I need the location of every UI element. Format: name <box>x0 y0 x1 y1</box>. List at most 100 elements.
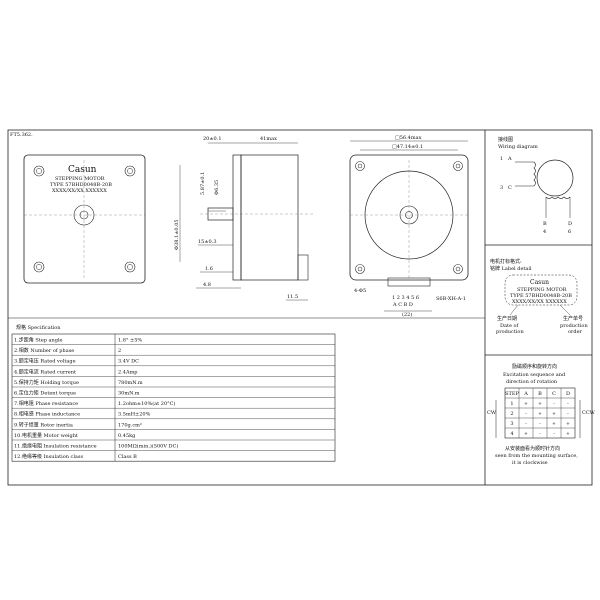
front-line2: TYPE 57BHD0048B-20B <box>50 182 112 188</box>
spec-row-label: 8.相电感 Phase inductance <box>14 411 80 418</box>
seq-cell: + <box>552 411 556 417</box>
seq-header: B <box>538 391 542 397</box>
front-line1: STEPPING MOTOR <box>55 176 105 182</box>
seq-header: D <box>566 391 570 397</box>
dim-body-length: 41max <box>260 136 277 142</box>
seq-cell: + <box>538 411 542 417</box>
label-date-cn: 生产日期 <box>497 315 517 322</box>
label-order-cn: 生产单号 <box>563 315 583 322</box>
seq-cell: - <box>567 401 569 407</box>
seq-cell: + <box>524 401 528 407</box>
dim-flat: 5.87±0.1 <box>200 172 206 195</box>
wiring-diagram: 接线图 Wiring diagram 1 A 3 C B D 4 6 <box>498 136 574 235</box>
seq-cell: - <box>525 421 527 427</box>
spec-row-value: 2 <box>118 348 121 354</box>
seq-cell: 4 <box>510 431 513 437</box>
dim-22: (22) <box>402 311 412 318</box>
spec-row-value: 1.8° ±5% <box>118 338 142 344</box>
front-brand: Casun <box>68 165 97 175</box>
rear-hole-tr <box>453 161 463 171</box>
motor-symbol <box>536 159 574 197</box>
spec-row-label: 9.转子惯量 Rotor inertia <box>14 421 73 428</box>
mount-hole-bl <box>33 261 45 273</box>
spec-row-label: 10.电机重量 Motor weight <box>14 432 78 439</box>
sheet-border <box>7 129 593 486</box>
spec-row-label: 3.额定电压 Rated voltage <box>14 358 76 365</box>
seq-cell: + <box>566 421 570 427</box>
spec-row-value: 170g.cm² <box>118 422 142 428</box>
spec-title: 规格 Specification <box>16 324 61 331</box>
connector-model: S6B-XH-A-1 <box>436 296 466 302</box>
seq-cell: + <box>538 401 542 407</box>
wire-label-4: 4 <box>543 229 546 235</box>
seq-title-en2: direction of rotation <box>506 379 558 385</box>
rear-hole-bl <box>355 264 365 274</box>
rear-hole-br <box>453 264 463 274</box>
spec-row-value: 780mN.m <box>118 380 143 386</box>
spec-row-label: 4.额定电流 Rated current <box>14 368 76 375</box>
sequence-table: 励磁顺序和旋转方向 Excitation sequence and direct… <box>487 363 596 466</box>
seq-cell: + <box>566 431 570 437</box>
label-title-cn: 电机打标格式: <box>490 258 522 265</box>
seq-title-cn: 励磁顺序和旋转方向 <box>512 363 557 370</box>
spec-row-value: 1.2ohm±10%(at 20°C) <box>118 400 175 407</box>
seq-cell: + <box>524 431 528 437</box>
spec-row-label: 2.相数 Number of phase <box>14 347 74 354</box>
label-date-en2: production <box>496 329 524 335</box>
dim-15: 15±0.3 <box>198 239 217 245</box>
seq-header: A <box>523 391 528 397</box>
rear-hole-tl <box>355 161 365 171</box>
dim-pilot-dia: Φ38.1±0.05 <box>174 219 180 250</box>
seq-cell: - <box>553 401 555 407</box>
spec-row-value: 100MΩ(min.)(500V DC) <box>118 443 178 450</box>
wire-label-1: 1 <box>500 156 503 162</box>
seq-cell: - <box>567 411 569 417</box>
seq-cell: 3 <box>510 421 513 427</box>
label-order-en1: production <box>560 323 588 329</box>
seq-header: STEP <box>505 391 519 397</box>
spec-row-value: 3.5mH±20% <box>118 412 151 418</box>
label-brand: Casun <box>530 279 549 286</box>
label-title-en: 铭牌 Label detail <box>490 265 532 272</box>
mount-hole-br <box>124 261 136 273</box>
connector-pins: 1 2 3 4 5 6 <box>392 295 419 301</box>
label-line1: STEPPING MOTOR <box>517 287 567 293</box>
front-view: Casun STEPPING MOTOR TYPE 57BHD0048B-20B… <box>23 154 146 284</box>
dim-outer: □56.4max <box>395 135 422 141</box>
wire-label-6: 6 <box>568 229 571 235</box>
mount-hole-tr <box>124 165 136 177</box>
wire-label-b: B <box>543 221 547 227</box>
coil-bd-icon <box>545 196 571 199</box>
front-line3: XXXX/XX/XX XXXXXX <box>52 188 107 194</box>
dim-115: 11.5 <box>287 294 298 300</box>
seq-title-en1: Excitation sequence and <box>503 372 566 378</box>
wire-label-a: A <box>507 156 512 162</box>
dim-holes: 4-Φ5 <box>354 288 366 294</box>
seq-cell: 2 <box>510 411 513 417</box>
dim-shaft-dia: Φ6.35 <box>214 180 220 195</box>
mount-hole-tl <box>33 165 45 177</box>
side-view: 20±0.1 41max Φ38.1±0.05 5.87±0.1 Φ6.35 1… <box>174 136 315 301</box>
dim-inner: □47.14±0.1 <box>392 144 423 150</box>
seq-cell: - <box>539 431 541 437</box>
dim-48: 4.8 <box>203 282 211 288</box>
seq-note-cn: 从安装面看为顺时针方向 <box>505 445 560 452</box>
spec-row-value: 0.45kg <box>118 433 136 439</box>
dim-shaft-length: 20±0.1 <box>203 136 222 142</box>
seq-note-en2: it is clockwise <box>512 460 548 466</box>
label-line2: TYPE 57BHD0048B-20B <box>510 293 572 299</box>
seq-cell: - <box>553 431 555 437</box>
seq-cell: 1 <box>510 401 513 407</box>
spec-row-label: 12.绝缘等级 Insulation class <box>14 453 83 460</box>
spec-row-label: 5.保持力矩 Holding torque <box>14 379 79 386</box>
wire-label-3: 3 <box>500 185 503 191</box>
dim-16: 1.6 <box>205 266 213 272</box>
sheet-code: FT5.362. <box>10 132 33 138</box>
wiring-title-cn: 接线图 <box>498 136 513 143</box>
connector-letters: A C B D <box>392 302 413 308</box>
label-date-en1: Date of <box>500 323 520 329</box>
seq-cell: - <box>525 411 527 417</box>
spec-row-value: 2.4Amp <box>118 369 138 375</box>
